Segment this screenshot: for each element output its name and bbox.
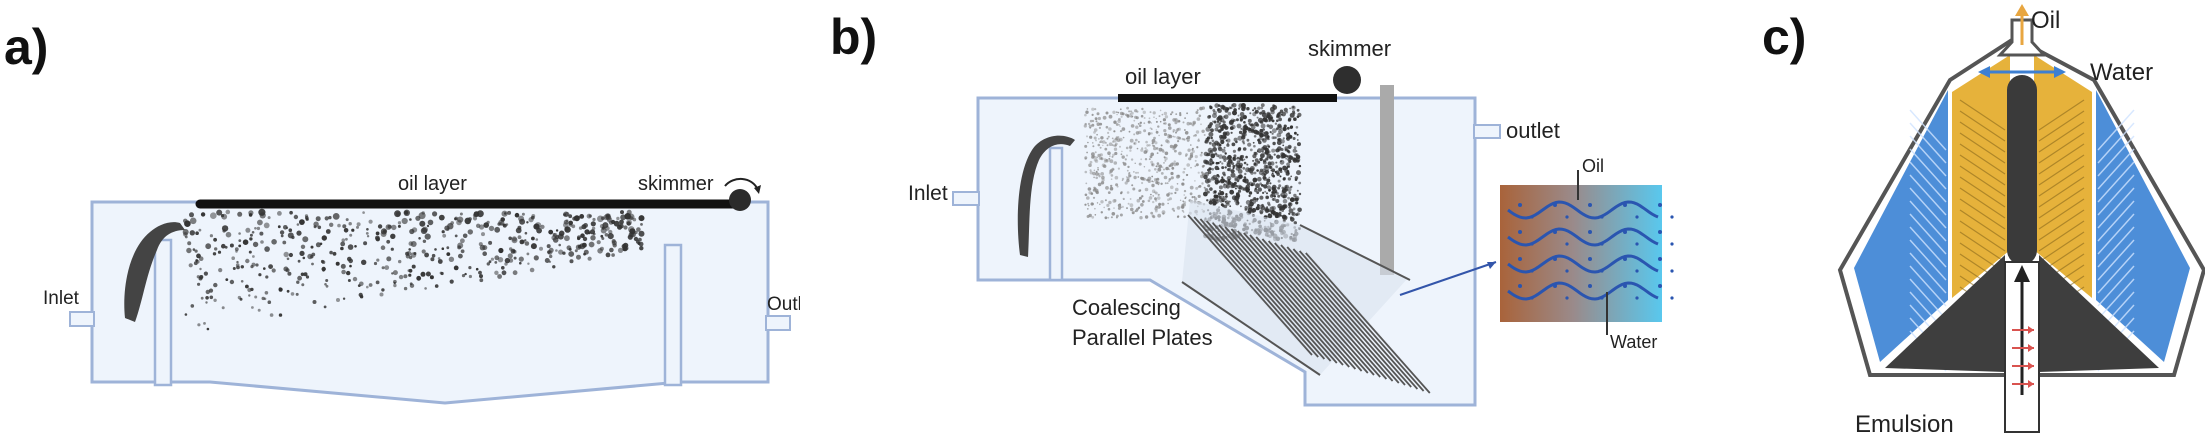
inset-oil-label: Oil bbox=[1582, 156, 1604, 176]
inlet-baffle bbox=[1048, 146, 1064, 282]
zoom-line bbox=[1399, 261, 1497, 296]
central-core bbox=[2007, 75, 2037, 265]
skimmer-label: skimmer bbox=[1308, 36, 1391, 61]
water-label: Water bbox=[2090, 59, 2153, 86]
panel-c-diagram: Oil Water Emulsion bbox=[1837, 4, 2205, 438]
panel-b-label: b) bbox=[830, 9, 878, 65]
panel-a-label: a) bbox=[4, 19, 49, 75]
oil-droplets bbox=[182, 208, 645, 331]
emulsion-label: Emulsion bbox=[1855, 411, 1954, 438]
flow-arrows-red bbox=[2012, 326, 2034, 388]
plates-label-line1: Coalescing bbox=[1072, 295, 1181, 320]
outlet-baffle bbox=[663, 243, 683, 387]
inset-water-label: Water bbox=[1610, 332, 1657, 352]
panel-b-diagram: oil layer skimmer Inlet outlet Coalescin… bbox=[908, 36, 1674, 407]
outlet-pipe bbox=[765, 315, 791, 331]
inlet-baffle bbox=[153, 238, 173, 387]
outlet-weir bbox=[1380, 85, 1394, 275]
inlet-label: Inlet bbox=[43, 288, 80, 309]
panel-c-label: c) bbox=[1762, 9, 1807, 65]
oil-layer-label: oil layer bbox=[1125, 64, 1201, 89]
outlet-pipe bbox=[1473, 124, 1501, 139]
coalescing-plates bbox=[1181, 200, 1431, 394]
inlet-pipe bbox=[952, 191, 980, 206]
oil-label: Oil bbox=[2031, 7, 2060, 34]
panel-b: b) bbox=[820, 0, 1760, 438]
panel-c: c) Oil Water Emulsion bbox=[1760, 0, 2205, 438]
outlet-label: outlet bbox=[1506, 118, 1560, 143]
inlet-pipe bbox=[69, 311, 95, 327]
oil-layer-label: oil layer bbox=[398, 173, 467, 195]
inlet-label: Inlet bbox=[908, 182, 948, 205]
bottom-cone bbox=[1885, 255, 2005, 372]
skimmer-arrow-icon bbox=[724, 178, 759, 191]
coalescing-waves bbox=[1507, 200, 1674, 301]
inflow-stream bbox=[124, 222, 185, 322]
skimmer-label: skimmer bbox=[638, 173, 714, 195]
skimmer-icon bbox=[729, 189, 751, 211]
inflow-stream bbox=[1017, 135, 1075, 257]
panel-a: a) oil layer skimmer Inlet Outlet bbox=[0, 0, 800, 438]
outlet-label: Outlet bbox=[767, 294, 800, 315]
panel-a-diagram: oil layer skimmer Inlet Outlet bbox=[43, 173, 800, 405]
skimmer-icon bbox=[1333, 66, 1361, 94]
plates-label-line2: Parallel Plates bbox=[1072, 325, 1213, 350]
